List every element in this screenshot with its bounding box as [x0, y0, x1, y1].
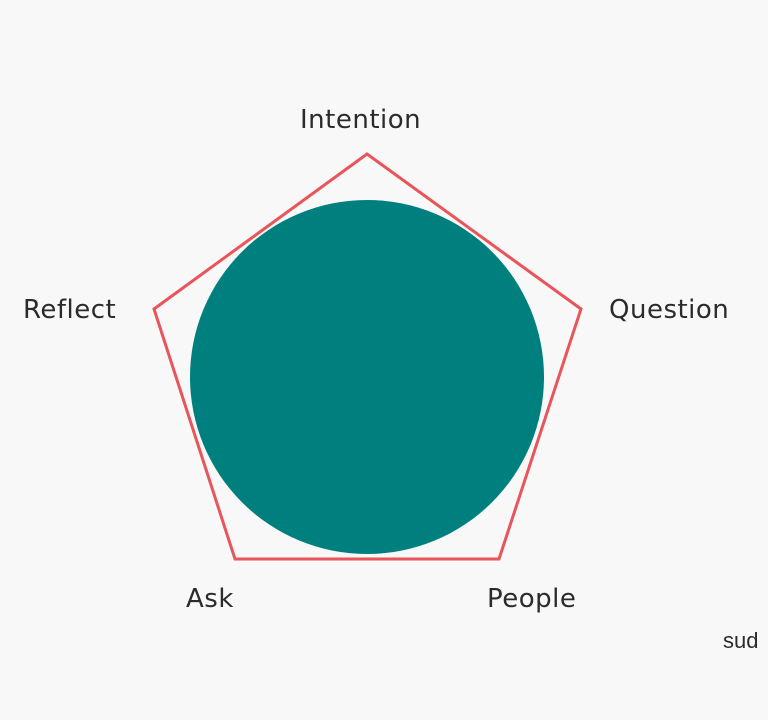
- center-circle: [190, 200, 544, 554]
- label-question: Question: [609, 295, 730, 325]
- label-intention: Intention: [300, 105, 422, 135]
- label-reflect: Reflect: [23, 295, 117, 325]
- footnote-text: sud: [723, 628, 759, 653]
- label-people: People: [487, 584, 577, 614]
- pentagon-outline: [152, 152, 583, 561]
- label-ask: Ask: [186, 584, 234, 614]
